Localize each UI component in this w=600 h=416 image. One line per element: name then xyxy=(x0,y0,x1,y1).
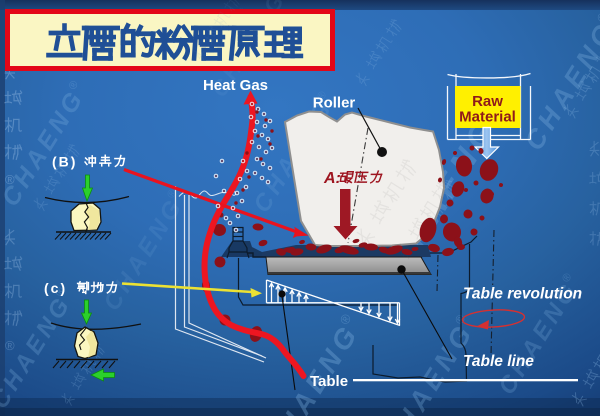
svg-text:®: ® xyxy=(594,10,600,25)
svg-text:Material: Material xyxy=(459,109,516,126)
svg-text:Table line: Table line xyxy=(463,353,534,370)
svg-text:®: ® xyxy=(5,172,15,187)
svg-text:(B): (B) xyxy=(52,154,77,170)
svg-text:(c): (c) xyxy=(44,280,67,296)
svg-text:A:: A: xyxy=(323,170,341,187)
svg-text:®: ® xyxy=(5,338,15,353)
svg-text:Roller: Roller xyxy=(313,95,356,112)
svg-text:Table: Table xyxy=(310,373,348,390)
svg-text:Raw: Raw xyxy=(472,93,503,110)
svg-text:Table revolution: Table revolution xyxy=(463,286,582,303)
svg-text:Heat Gas: Heat Gas xyxy=(203,77,268,94)
